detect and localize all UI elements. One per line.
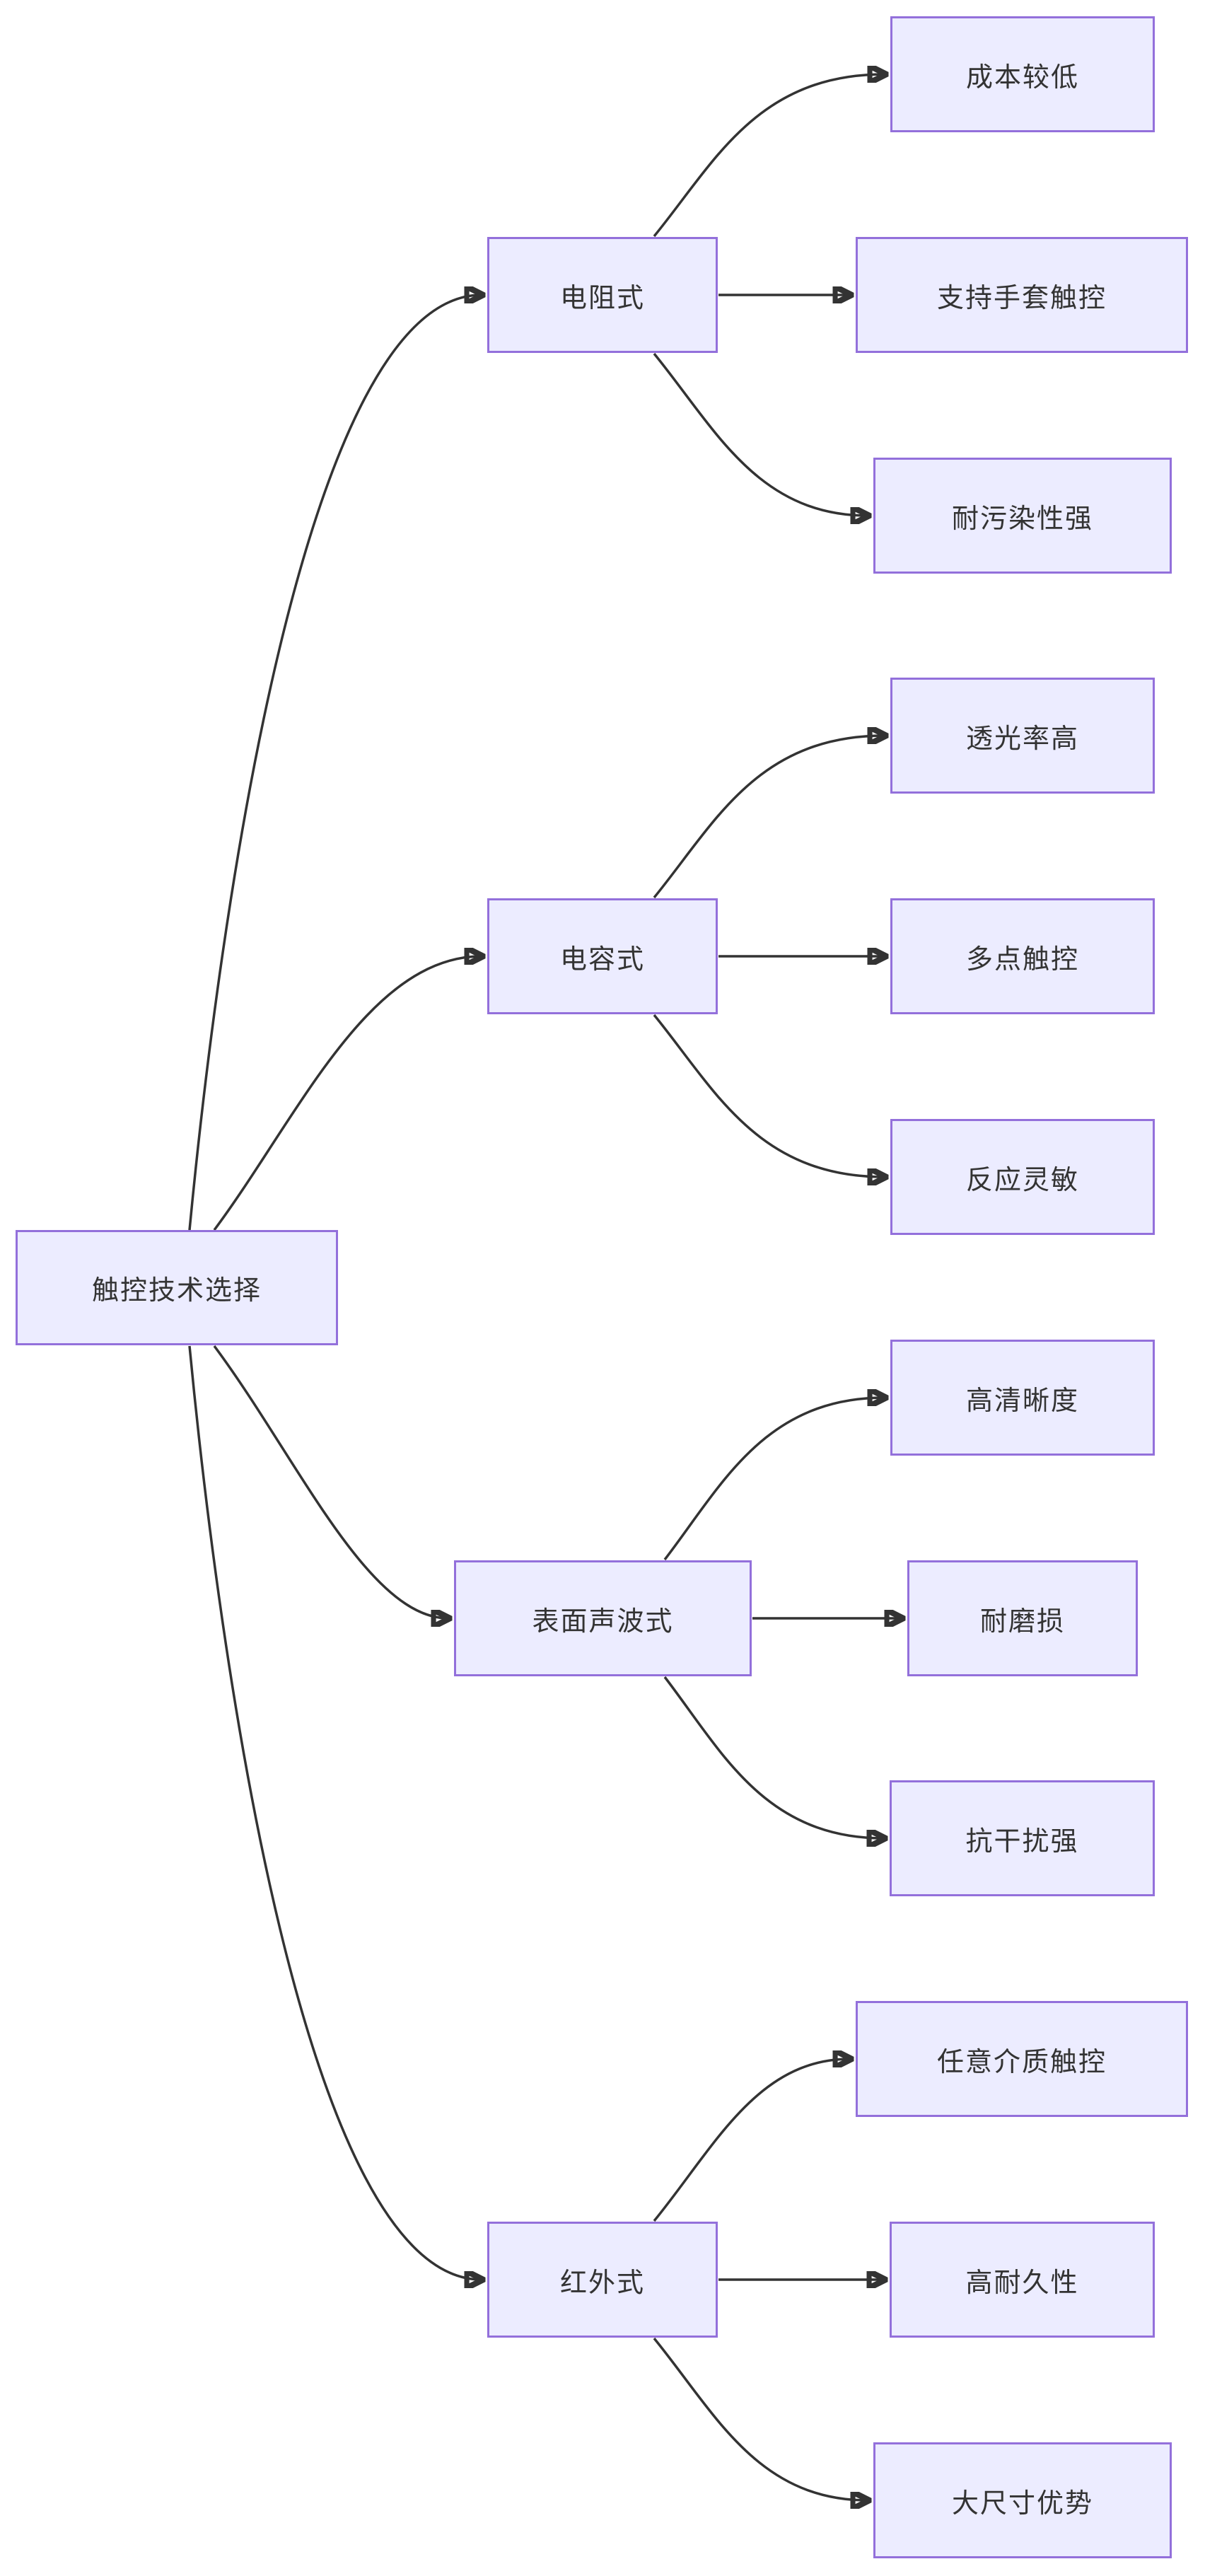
node-branch-saw: 表面声波式: [454, 1560, 752, 1676]
node-leaf-interference-resistant-label: 抗干扰强: [965, 1826, 1079, 1857]
edge-capacitive-leaf2: [653, 1014, 885, 1177]
node-leaf-any-medium-touch-label: 任意介质触控: [936, 2047, 1107, 2077]
edge-saw-leaf2: [663, 1676, 884, 1838]
node-leaf-wear-resistant-label: 耐磨损: [979, 1606, 1065, 1637]
node-leaf-high-clarity: 高清晰度: [890, 1340, 1155, 1456]
node-leaf-large-size-advantage-label: 大尺寸优势: [951, 2488, 1093, 2519]
node-branch-infrared-label: 红外式: [559, 2268, 645, 2298]
edge-infrared-leaf2: [653, 2337, 868, 2500]
node-leaf-high-clarity-label: 高清晰度: [965, 1386, 1079, 1416]
node-branch-infrared: 红外式: [487, 2222, 718, 2338]
node-root: 触控技术选择: [16, 1230, 338, 1345]
node-leaf-multitouch-label: 多点触控: [965, 944, 1079, 975]
edge-root-resistive: [188, 295, 482, 1231]
edge-infrared-leaf0: [653, 2059, 850, 2222]
edge-root-saw: [213, 1345, 448, 1618]
edge-capacitive-leaf0: [653, 736, 885, 899]
node-leaf-interference-resistant: 抗干扰强: [890, 1780, 1155, 1896]
node-leaf-high-durability: 高耐久性: [890, 2222, 1155, 2338]
node-leaf-low-cost: 成本较低: [890, 16, 1155, 132]
node-branch-saw-label: 表面声波式: [532, 1606, 674, 1637]
edge-resistive-leaf2: [653, 352, 868, 516]
node-leaf-high-durability-label: 高耐久性: [965, 2268, 1079, 2298]
node-leaf-multitouch: 多点触控: [890, 898, 1155, 1014]
edge-saw-leaf0: [663, 1398, 885, 1561]
node-leaf-glove-touch: 支持手套触控: [856, 237, 1188, 353]
node-leaf-glove-touch-label: 支持手套触控: [936, 283, 1107, 313]
node-leaf-contamination-resistant: 耐污染性强: [873, 458, 1172, 574]
node-leaf-low-cost-label: 成本较低: [965, 62, 1079, 93]
node-leaf-high-transmittance-label: 透光率高: [965, 724, 1079, 754]
node-leaf-any-medium-touch: 任意介质触控: [856, 2001, 1188, 2117]
node-leaf-responsive-label: 反应灵敏: [965, 1165, 1079, 1195]
edge-root-infrared: [188, 1345, 482, 2280]
node-branch-resistive-label: 电阻式: [559, 283, 645, 313]
node-leaf-high-transmittance: 透光率高: [890, 678, 1155, 794]
node-leaf-contamination-resistant-label: 耐污染性强: [951, 504, 1093, 534]
node-root-label: 触控技术选择: [91, 1276, 262, 1306]
node-branch-resistive: 电阻式: [487, 237, 718, 353]
node-branch-capacitive: 电容式: [487, 898, 718, 1014]
node-leaf-large-size-advantage: 大尺寸优势: [873, 2442, 1172, 2558]
node-leaf-responsive: 反应灵敏: [890, 1119, 1155, 1235]
node-leaf-wear-resistant: 耐磨损: [907, 1560, 1138, 1676]
edge-root-capacitive: [213, 956, 482, 1231]
edge-resistive-leaf0: [653, 74, 885, 238]
node-branch-capacitive-label: 电容式: [559, 944, 645, 975]
